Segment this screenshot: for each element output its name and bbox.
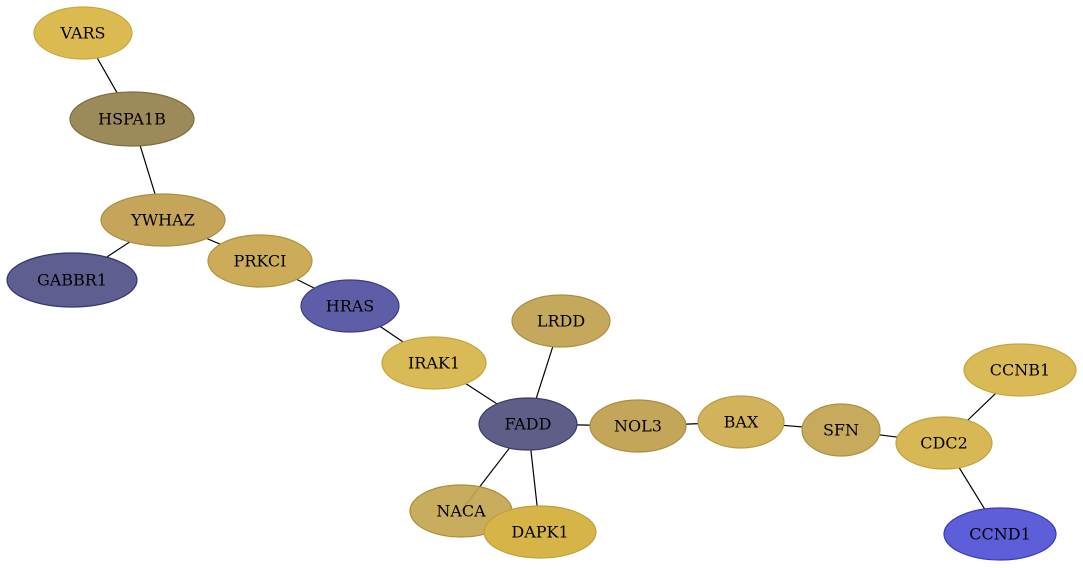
node-label: YWHAZ — [130, 211, 195, 230]
node-ellipse — [207, 234, 313, 288]
node-ellipse — [300, 279, 400, 333]
node-gabbr1[interactable]: GABBR1 — [6, 252, 138, 308]
node-ellipse — [381, 336, 487, 390]
node-prkci[interactable]: PRKCI — [207, 234, 313, 288]
node-ellipse — [697, 395, 785, 449]
node-lrdd[interactable]: LRDD — [511, 294, 611, 348]
node-ellipse — [33, 6, 133, 60]
node-label: BAX — [724, 413, 759, 432]
node-ellipse — [100, 193, 226, 247]
node-label: NOL3 — [614, 417, 662, 436]
node-cdc2[interactable]: CDC2 — [895, 416, 993, 470]
node-irak1[interactable]: IRAK1 — [381, 336, 487, 390]
node-label: CDC2 — [920, 434, 968, 453]
node-ccnb1[interactable]: CCNB1 — [963, 343, 1077, 397]
node-fadd[interactable]: FADD — [478, 397, 578, 451]
node-ellipse — [895, 416, 993, 470]
node-label: DAPK1 — [511, 523, 568, 542]
node-bax[interactable]: BAX — [697, 395, 785, 449]
node-ellipse — [483, 505, 597, 559]
node-ellipse — [589, 399, 687, 453]
node-label: HSPA1B — [98, 110, 166, 129]
node-label: CCNB1 — [990, 361, 1050, 380]
node-nol3[interactable]: NOL3 — [589, 399, 687, 453]
node-ywhaz[interactable]: YWHAZ — [100, 193, 226, 247]
node-label: NACA — [436, 502, 486, 521]
node-label: HRAS — [326, 297, 375, 316]
node-ellipse — [801, 403, 881, 457]
node-ellipse — [511, 294, 611, 348]
node-ellipse — [943, 507, 1057, 561]
node-ellipse — [963, 343, 1077, 397]
node-label: SFN — [823, 421, 859, 440]
node-label: GABBR1 — [37, 271, 107, 290]
node-label: IRAK1 — [408, 354, 460, 373]
node-dapk1[interactable]: DAPK1 — [483, 505, 597, 559]
node-hras[interactable]: HRAS — [300, 279, 400, 333]
node-label: PRKCI — [234, 252, 287, 271]
node-ellipse — [478, 397, 578, 451]
edge-layer — [71, 32, 1021, 535]
node-ellipse — [69, 91, 195, 147]
node-hspa1b[interactable]: HSPA1B — [69, 91, 195, 147]
node-label: VARS — [59, 24, 105, 43]
node-sfn[interactable]: SFN — [801, 403, 881, 457]
node-ellipse — [6, 252, 138, 308]
node-label: LRDD — [537, 312, 585, 331]
node-label: CCND1 — [969, 525, 1031, 544]
node-vars[interactable]: VARS — [33, 6, 133, 60]
node-layer: VARS HSPA1B YWHAZ GABBR1 PRKCI HRAS IRAK1 LRDD F… — [6, 6, 1077, 561]
node-ccnd1[interactable]: CCND1 — [943, 507, 1057, 561]
node-label: FADD — [505, 415, 552, 434]
